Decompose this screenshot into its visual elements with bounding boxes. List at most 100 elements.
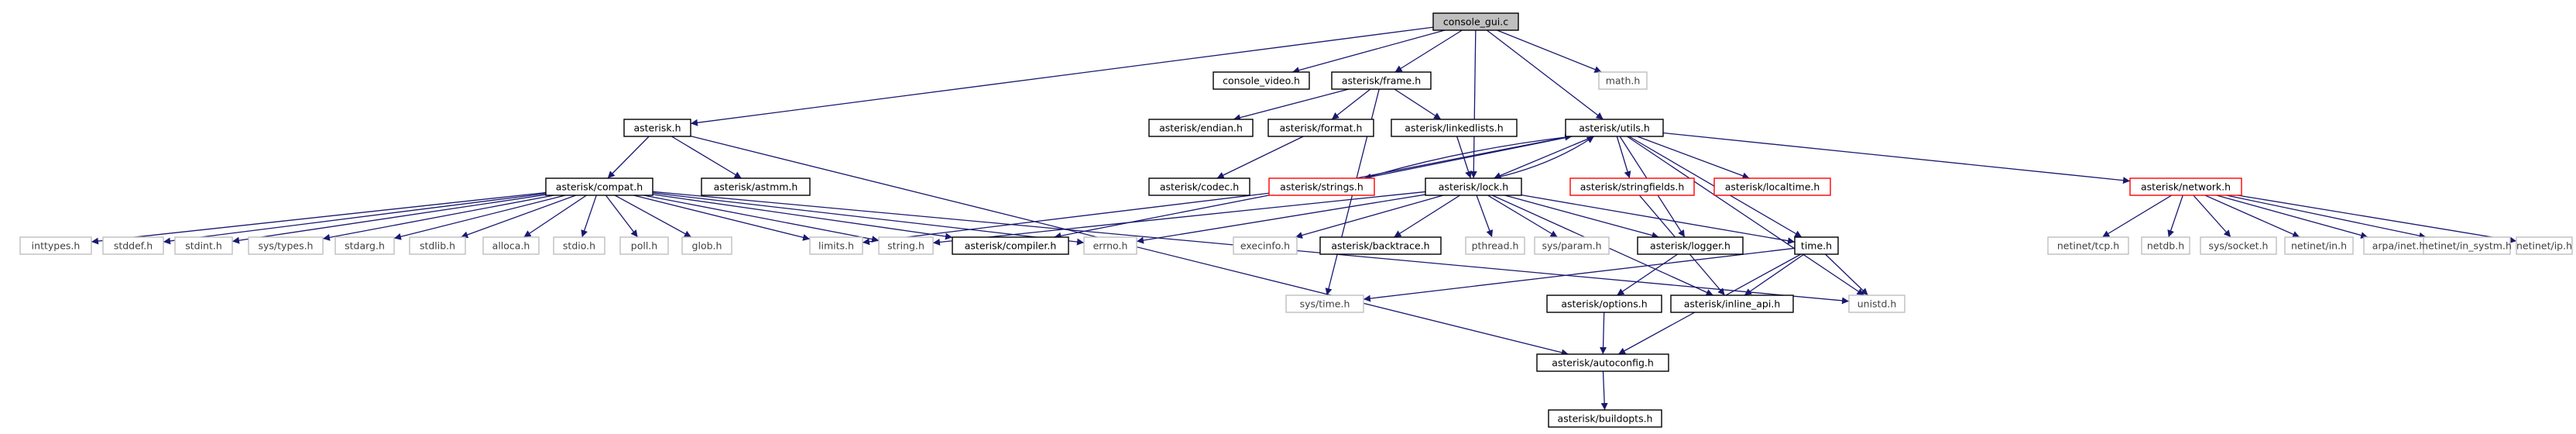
node-poll: poll.h	[619, 236, 669, 255]
node-box-stringfields	[1569, 177, 1695, 196]
edge-utils-to-lock	[1494, 136, 1594, 179]
edge-compat-to-stdarg	[393, 195, 566, 240]
node-label-execinfo: execinfo.h	[1240, 240, 1290, 252]
node-compiler[interactable]: asterisk/compiler.h	[952, 236, 1069, 255]
node-label-endian: asterisk/endian.h	[1159, 122, 1243, 134]
edge-console_gui-to-lock	[1470, 29, 1477, 179]
node-label-localtime: asterisk/localtime.h	[1725, 181, 1820, 193]
edge-compat-to-poll	[605, 195, 639, 238]
node-execinfo: execinfo.h	[1233, 236, 1298, 255]
edge-lock-to-backtrace	[1394, 195, 1460, 238]
node-box-stddef	[102, 236, 164, 255]
node-box-sysparam	[1534, 236, 1610, 255]
edge-console_gui-to-asterisk	[690, 26, 1434, 126]
edge-utils-to-network	[1662, 132, 2131, 184]
node-netinetin: netinet/in.h	[2284, 236, 2354, 255]
edge-lock-to-sysparam	[1487, 195, 1558, 238]
edge-options-to-autoconfig	[1600, 312, 1607, 355]
node-math: math.h	[1598, 71, 1648, 90]
node-label-console_video: console_video.h	[1223, 75, 1300, 87]
node-label-netdb: netdb.h	[2147, 240, 2184, 252]
edge-network-to-syssocket	[2193, 195, 2231, 238]
node-console_video[interactable]: console_video.h	[1213, 71, 1310, 90]
edge-network-to-netinetip	[2237, 195, 2517, 244]
node-box-netinettcp	[2047, 236, 2129, 255]
node-localtime[interactable]: asterisk/localtime.h	[1713, 177, 1831, 196]
node-time[interactable]: time.h	[1794, 236, 1839, 255]
node-label-strings: asterisk/strings.h	[1280, 181, 1363, 193]
node-inlineapi[interactable]: asterisk/inline_api.h	[1670, 294, 1794, 313]
node-astmm[interactable]: asterisk/astmm.h	[701, 177, 811, 196]
node-box-frame	[1331, 71, 1432, 90]
node-box-codec	[1148, 177, 1250, 196]
node-stdint: stdint.h	[174, 236, 233, 255]
node-options[interactable]: asterisk/options.h	[1546, 294, 1662, 313]
node-logger[interactable]: asterisk/logger.h	[1637, 236, 1744, 255]
node-asterisk[interactable]: asterisk.h	[623, 119, 691, 137]
edge-time-to-unistd	[1824, 253, 1869, 296]
node-label-astmm: asterisk/astmm.h	[714, 181, 798, 193]
nodes-layer: console_gui.c console_video.h asterisk/fra…	[19, 12, 2573, 428]
node-box-console_video	[1213, 71, 1310, 90]
edge-network-to-arpainet	[2216, 195, 2368, 239]
node-linkedlists[interactable]: asterisk/linkedlists.h	[1391, 119, 1518, 137]
node-label-inlineapi: asterisk/inline_api.h	[1684, 298, 1781, 310]
node-label-syssocket: sys/socket.h	[2209, 240, 2269, 252]
node-strings[interactable]: asterisk/strings.h	[1268, 177, 1375, 196]
node-compat[interactable]: asterisk/compat.h	[545, 177, 653, 196]
edge-compat-to-inttypes	[91, 191, 547, 245]
edge-compat-to-string	[643, 195, 880, 243]
node-stringfields[interactable]: asterisk/stringfields.h	[1569, 177, 1695, 196]
node-box-limits	[809, 236, 863, 255]
node-box-inttypes	[19, 236, 92, 255]
node-lock[interactable]: asterisk/lock.h	[1425, 177, 1522, 196]
node-label-arpainet: arpa/inet.h	[2372, 240, 2426, 252]
node-stdlib: stdlib.h	[409, 236, 466, 255]
node-string: string.h	[878, 236, 934, 255]
edge-lock-to-time	[1521, 194, 1796, 245]
edge-lock-to-logger	[1504, 195, 1659, 239]
node-label-buildopts: asterisk/buildopts.h	[1558, 413, 1653, 425]
node-label-systypes: sys/types.h	[259, 240, 314, 252]
node-stdarg: stdarg.h	[334, 236, 395, 255]
node-label-netinetinsystm: netinet/in_systm.h	[2422, 240, 2512, 252]
node-box-poll	[619, 236, 669, 255]
node-buildopts[interactable]: asterisk/buildopts.h	[1548, 409, 1662, 428]
node-box-asterisk	[623, 119, 691, 137]
node-console_gui[interactable]: console_gui.c	[1432, 12, 1519, 31]
edge-strings-to-utils	[1363, 133, 1573, 179]
edge-compat-to-systypes	[322, 195, 554, 241]
node-frame[interactable]: asterisk/frame.h	[1331, 71, 1432, 90]
edge-format-to-codec	[1216, 136, 1304, 179]
node-box-stdlib	[409, 236, 466, 255]
edge-compat-to-glob	[614, 195, 692, 238]
node-format[interactable]: asterisk/format.h	[1267, 119, 1374, 137]
node-box-string	[878, 236, 934, 255]
node-utils[interactable]: asterisk/utils.h	[1565, 119, 1664, 137]
node-codec[interactable]: asterisk/codec.h	[1148, 177, 1250, 196]
node-box-strings	[1268, 177, 1375, 196]
node-endian[interactable]: asterisk/endian.h	[1148, 119, 1254, 137]
node-glob: glob.h	[681, 236, 732, 255]
node-box-errno	[1083, 236, 1137, 255]
edge-console_gui-to-math	[1497, 29, 1602, 73]
node-label-netinettcp: netinet/tcp.h	[2057, 240, 2119, 252]
node-backtrace[interactable]: asterisk/backtrace.h	[1319, 236, 1442, 255]
edge-network-to-netinettcp	[2101, 195, 2173, 238]
node-box-systime	[1285, 294, 1364, 313]
node-box-netdb	[2141, 236, 2190, 255]
node-limits: limits.h	[809, 236, 863, 255]
edge-compat-to-stdio	[581, 195, 597, 238]
node-autoconfig[interactable]: asterisk/autoconfig.h	[1536, 353, 1669, 372]
node-box-astmm	[701, 177, 811, 196]
edge-asterisk-to-compat	[607, 136, 650, 179]
edge-utils-to-unistd	[1627, 136, 1864, 296]
node-box-netinetinsystm	[2423, 236, 2511, 255]
node-alloca: alloca.h	[482, 236, 540, 255]
node-box-lock	[1425, 177, 1522, 196]
node-label-lock: asterisk/lock.h	[1439, 181, 1508, 193]
node-label-linkedlists: asterisk/linkedlists.h	[1405, 122, 1503, 134]
node-box-compat	[545, 177, 653, 196]
node-network[interactable]: asterisk/network.h	[2129, 177, 2242, 196]
node-syssocket: sys/socket.h	[2200, 236, 2277, 255]
